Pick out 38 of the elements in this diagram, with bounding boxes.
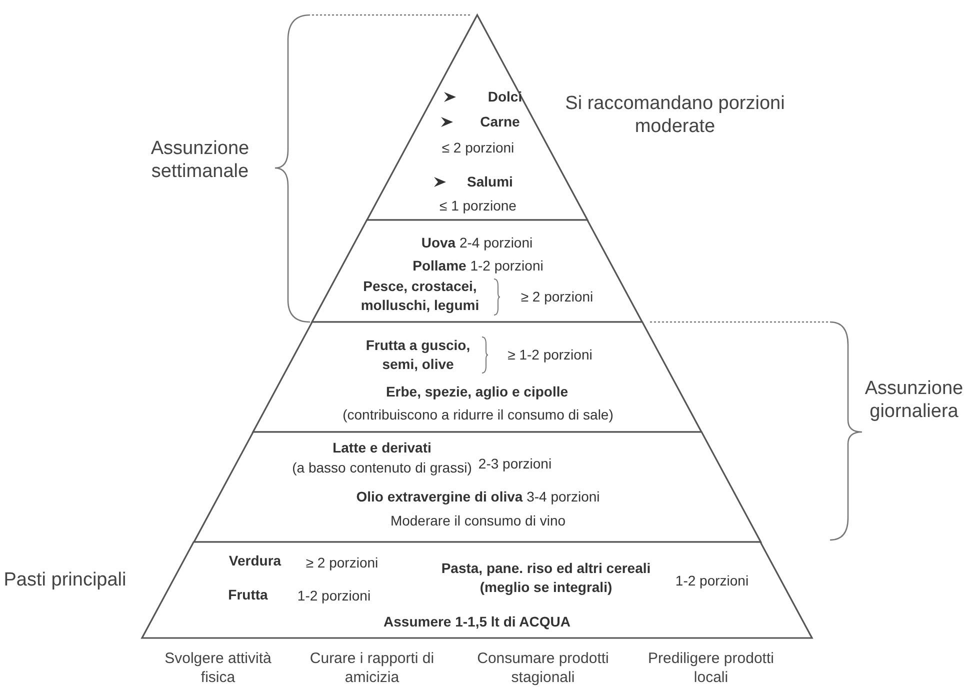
food-label: Moderare il consumo di vino [390,512,566,530]
food-label: Uova 2-4 porzioni [421,234,533,252]
pyramid-tier [252,322,702,432]
food-label: Frutta [228,586,268,604]
side-label: Assunzione giornaliera [864,377,964,423]
portion-label: 1-2 porzioni [297,586,371,606]
portion-label: 1-2 porzioni [675,572,749,590]
food-label: Assumere 1-1,5 lt di ACQUA [384,612,570,632]
advice-text: Prediligere prodotti locali [647,649,775,687]
note-text: (a basso contenuto di grassi) [292,458,472,478]
portion-label: ≤ 2 porzioni [442,138,514,158]
food-label: Carne [480,112,520,132]
pyramid-tier [312,220,642,322]
food-label: Salumi [467,172,513,192]
advice-text: Curare i rapporti di amicizia [308,649,436,687]
pyramid-tier [142,542,812,638]
side-label: Si raccomandano porzioni moderate [565,92,785,138]
food-label: Pasta, pane. riso ed altri cereali (meglio se integrali) [440,559,652,597]
food-label: Pollame 1-2 porzioni [412,256,544,276]
advice-text: Consumare prodotti stagionali [476,649,610,687]
food-label: Frutta a guscio, semi, olive [364,336,472,374]
food-label: Olio extravergine di oliva 3-4 porzioni [356,488,600,506]
advice-text: Svolgere attività fisica [164,649,272,687]
portion-label: ≥ 2 porzioni [306,554,378,572]
food-label: Latte e derivati [332,438,432,458]
portion-label: ≥ 2 porzioni [520,288,594,306]
food-label: Verdura [228,552,282,570]
food-label: Pesce, crostacei, molluschi, legumi [360,277,480,315]
note-text: (contribuiscono a ridurre il consumo di sale) [342,406,614,424]
portion-label: 2-3 porzioni [478,454,552,474]
side-label: Assunzione settimanale [150,137,250,183]
portion-label: ≥ 1-2 porzioni [508,346,592,364]
pyramid-tier [194,432,760,542]
portion-label: ≤ 1 porzione [440,196,516,216]
food-label: Dolci [488,88,522,106]
pyramid-top-triangle [366,15,588,220]
food-label: Erbe, spezie, aglio e cipolle [386,382,568,402]
side-label: Pasti principali [2,568,128,592]
